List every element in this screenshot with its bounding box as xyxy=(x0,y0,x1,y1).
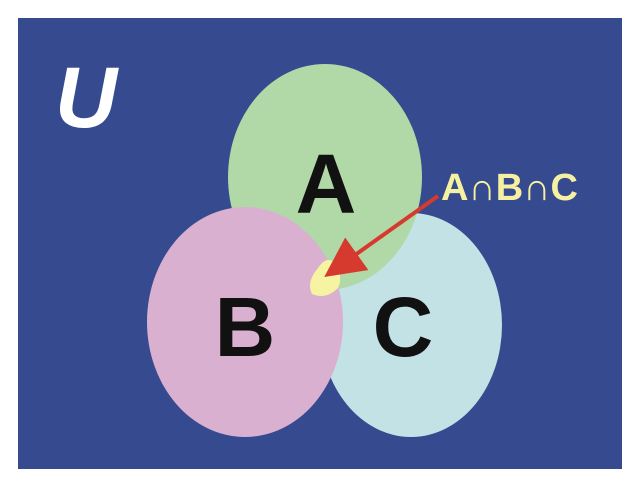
universe-label: U xyxy=(55,50,119,146)
intersection-symbol-1: ∩ xyxy=(468,167,495,209)
set-b-ellipse xyxy=(147,207,343,437)
set-c-label: C xyxy=(373,280,434,374)
intersection-label: A∩B∩C xyxy=(441,167,578,209)
intersection-part-b: B xyxy=(496,167,523,209)
set-a-label: A xyxy=(296,137,357,231)
intersection-part-c: C xyxy=(551,167,578,209)
intersection-part-a: A xyxy=(441,167,468,209)
intersection-symbol-2: ∩ xyxy=(523,167,550,209)
intersection-arrow xyxy=(324,194,440,277)
set-b-label: B xyxy=(215,280,276,374)
